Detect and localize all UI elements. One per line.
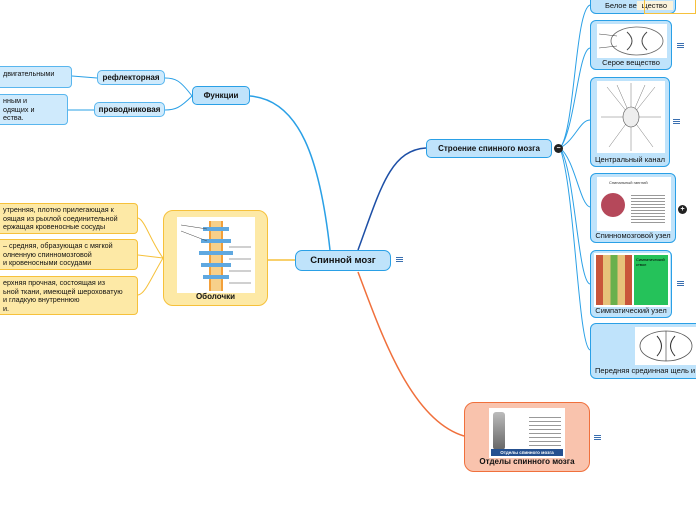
leaf-conduct-text[interactable]: нным и одящих и ества. bbox=[0, 94, 68, 125]
node-membranes-label: Оболочки bbox=[195, 292, 236, 301]
spine-illustration bbox=[177, 217, 255, 293]
spinal-ganglion-image: Спинальный ганглий bbox=[597, 177, 671, 231]
white-matter-frame bbox=[644, 0, 696, 14]
node-functions-label: Функции bbox=[203, 91, 239, 100]
leaf-membrane-outer-line-4: и. bbox=[3, 303, 10, 313]
white-matter-caption: Белое вещество bbox=[605, 1, 637, 10]
leaf-membrane-outer-line-1: ерхняя прочная, состоящая из bbox=[3, 278, 106, 287]
sympathetic-caption: Симпатический узел bbox=[595, 306, 667, 315]
link-central-sections bbox=[357, 271, 465, 437]
median-fissure-image bbox=[635, 327, 696, 365]
leaf-membrane-middle[interactable]: – средняя, образующая с мягкой олненную … bbox=[0, 239, 138, 270]
spinal-ganglion-caption: Спинномозговой узел bbox=[595, 231, 671, 240]
link-structure-c5 bbox=[559, 147, 591, 285]
leaf-membrane-outer[interactable]: ерхняя прочная, состоящая из ьной ткани,… bbox=[0, 276, 138, 315]
link-central-structure bbox=[357, 147, 427, 251]
sympathetic-image-title: Симпатический ствол bbox=[636, 257, 665, 267]
node-membranes[interactable]: Оболочки bbox=[163, 210, 268, 306]
leaf-membrane-outer-line-2: ьной ткани, имеющей шероховатую bbox=[3, 286, 123, 296]
link-structure-c3 bbox=[559, 119, 591, 149]
sympathetic-notes-icon[interactable] bbox=[676, 280, 685, 288]
node-spinal-ganglion[interactable]: Спинальный ганглий Спинномозговой узел bbox=[590, 173, 676, 243]
leaf-membrane-inner-line-1: утренняя, плотно прилегающая к bbox=[3, 205, 114, 214]
median-fissure-caption: Передняя срединная щель и задняя bbox=[595, 366, 696, 375]
sympathetic-image: Симпатический ствол bbox=[594, 253, 670, 307]
node-conduct[interactable]: проводниковая bbox=[94, 102, 165, 117]
sympathetic-green-panel: Симпатический ствол bbox=[634, 255, 668, 305]
sections-caption: Отделы спинного мозга bbox=[479, 457, 575, 466]
sections-image: Отделы спинного мозга bbox=[489, 408, 565, 458]
central-canal-image bbox=[597, 81, 665, 153]
leaf-membrane-inner-line-3: ержащая кровеносные сосуды bbox=[3, 222, 106, 232]
link-structure-c6 bbox=[559, 147, 591, 351]
node-structure[interactable]: Строение спинного мозга bbox=[426, 139, 552, 158]
node-reflex[interactable]: рефлекторная bbox=[97, 70, 165, 85]
leaf-membrane-middle-line-1: – средняя, образующая с мягкой bbox=[3, 241, 113, 250]
link-structure-c2 bbox=[559, 47, 591, 149]
structure-collapse-icon[interactable]: − bbox=[554, 144, 563, 153]
link-membranes-item3 bbox=[137, 257, 164, 296]
white-matter-overlay-text: щество bbox=[641, 1, 667, 10]
leaf-conduct-line-2: одящих и bbox=[3, 104, 35, 114]
leaf-membrane-middle-line-3: и кровеносными сосудами bbox=[3, 258, 92, 268]
central-notes-icon[interactable] bbox=[395, 256, 404, 264]
gray-matter-caption: Серое вещество bbox=[602, 58, 660, 67]
link-membranes-item2 bbox=[137, 254, 164, 259]
node-median-fissure[interactable]: Передняя срединная щель и задняя bbox=[590, 323, 696, 379]
leaf-conduct-line-1: нным и bbox=[3, 96, 28, 105]
sections-spine-drawing bbox=[493, 412, 505, 450]
leaf-membrane-inner-line-2: оящая из рыхлой соединительной bbox=[3, 213, 118, 223]
node-sympathetic-ganglion[interactable]: Симпатический ствол Симпатический узел bbox=[590, 250, 672, 318]
link-functions-reflex bbox=[164, 77, 193, 97]
leaf-membrane-inner[interactable]: утренняя, плотно прилегающая к оящая из … bbox=[0, 203, 138, 234]
node-central[interactable]: Спинной мозг bbox=[295, 250, 391, 271]
sections-image-title: Отделы спинного мозга bbox=[491, 449, 563, 456]
link-membranes-item1 bbox=[137, 217, 164, 259]
white-matter-image bbox=[637, 1, 673, 10]
node-central-canal[interactable]: Центральный канал bbox=[590, 77, 670, 167]
sympathetic-anatomy bbox=[596, 255, 632, 305]
node-structure-label: Строение спинного мозга bbox=[438, 144, 540, 153]
leaf-membrane-outer-line-3: и гладкую внутреннюю bbox=[3, 295, 80, 305]
link-structure-c1 bbox=[559, 4, 591, 149]
link-central-functions bbox=[249, 95, 331, 251]
node-functions[interactable]: Функции bbox=[192, 86, 250, 105]
central-canal-caption: Центральный канал bbox=[594, 155, 666, 164]
ganglion-section bbox=[601, 193, 625, 217]
leaf-reflex-line: двигательными bbox=[3, 69, 55, 78]
node-conduct-label: проводниковая bbox=[98, 105, 161, 114]
node-reflex-label: рефлекторная bbox=[102, 73, 160, 82]
spinal-ganglion-image-title: Спинальный ганглий bbox=[609, 180, 648, 185]
leaf-membrane-middle-line-2: олненную спинномозговой bbox=[3, 249, 92, 259]
link-structure-c4 bbox=[559, 147, 591, 208]
sections-notes-icon[interactable] bbox=[593, 434, 602, 442]
node-white-matter[interactable]: щество Белое вещество bbox=[590, 0, 676, 14]
spinal-ganglion-expand-icon[interactable]: + bbox=[678, 205, 687, 214]
node-central-label: Спинной мозг bbox=[310, 255, 376, 266]
leaf-conduct-line-3: ества. bbox=[3, 113, 24, 123]
node-sections[interactable]: Отделы спинного мозга Отделы спинного мо… bbox=[464, 402, 590, 472]
link-reflex-leaf bbox=[71, 75, 98, 79]
central-canal-notes-icon[interactable] bbox=[672, 118, 681, 126]
sections-text-lines bbox=[529, 414, 561, 446]
gray-matter-image bbox=[597, 24, 667, 58]
ganglion-text-lines bbox=[631, 193, 665, 223]
leaf-reflex-text[interactable]: двигательными bbox=[0, 66, 72, 88]
link-functions-conduct bbox=[164, 95, 193, 111]
node-gray-matter[interactable]: Серое вещество bbox=[590, 20, 672, 70]
gray-matter-notes-icon[interactable] bbox=[676, 42, 685, 50]
